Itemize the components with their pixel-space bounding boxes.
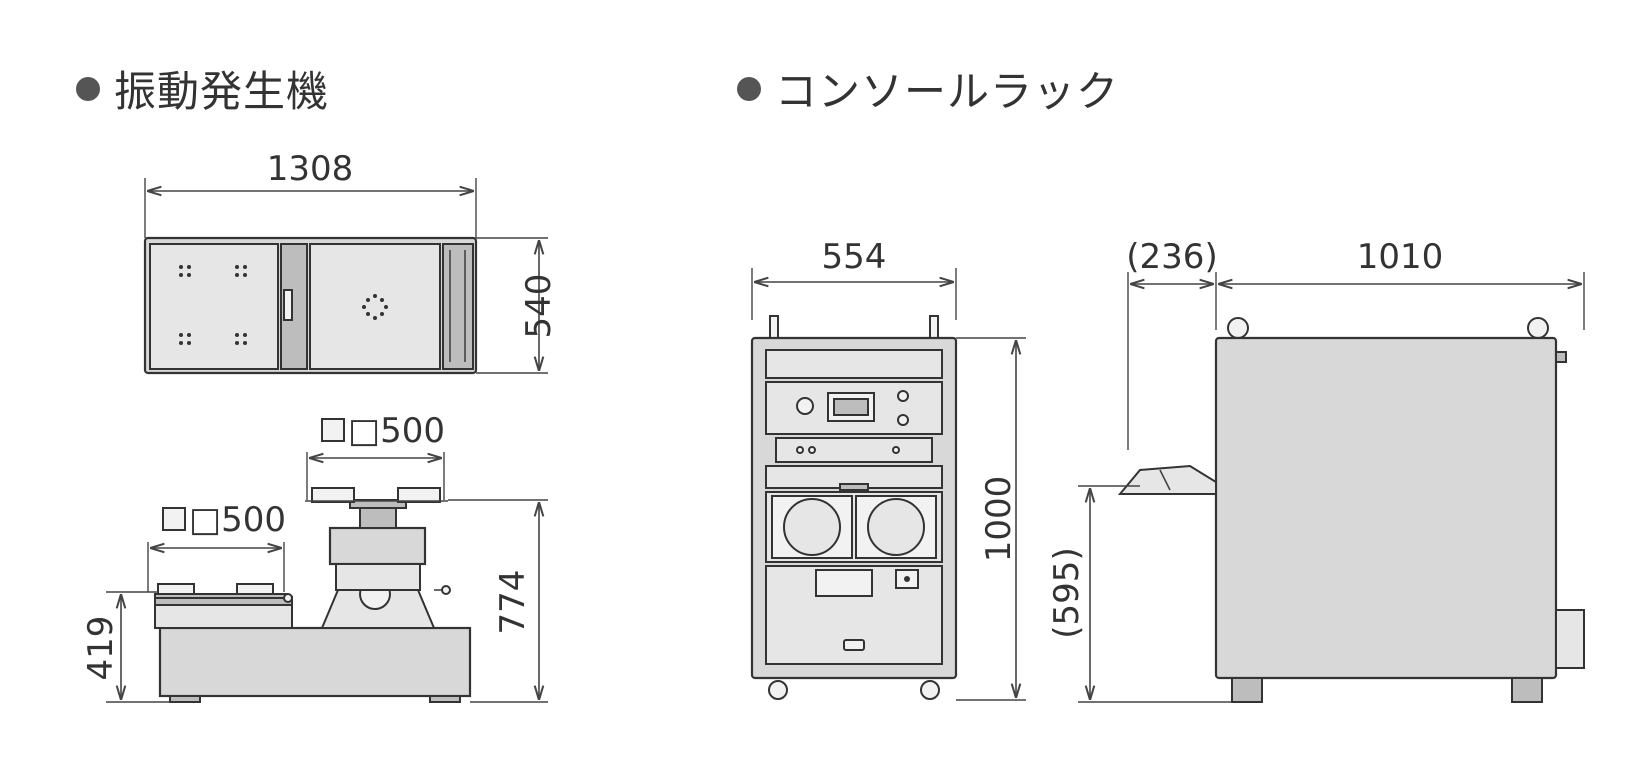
dim-236: (236)	[1126, 237, 1217, 277]
dim-595: (595)	[1047, 547, 1087, 638]
dim-419: 419	[81, 616, 121, 681]
console-rack-side: (236) 1010 (595)	[1047, 237, 1585, 703]
bullet-icon	[737, 76, 761, 101]
console-heading: コンソールラック	[737, 58, 1119, 119]
shaker-side-view: □500 □500 419 774	[81, 411, 548, 703]
bullet-icon	[76, 76, 100, 101]
dim-774: 774	[493, 570, 533, 635]
shaker-title: 振動発生機	[114, 67, 330, 116]
console-title: コンソールラック	[775, 67, 1120, 116]
square-symbol	[162, 507, 186, 531]
square-symbol	[321, 418, 345, 442]
dim-1010: 1010	[1357, 237, 1444, 277]
shaker-top-view: 1308 540	[143, 149, 559, 375]
dim-1308: 1308	[267, 149, 354, 189]
dim-554: 554	[822, 237, 887, 277]
dim-table-right: □500	[348, 411, 445, 451]
shaker-heading: 振動発生機	[76, 58, 329, 119]
console-rack-front: 554 1000	[750, 237, 1026, 701]
bolt-hole-pattern	[179, 265, 388, 345]
dim-table-left: □500	[189, 500, 286, 540]
dim-540: 540	[519, 274, 559, 339]
dim-1000: 1000	[979, 476, 1019, 563]
